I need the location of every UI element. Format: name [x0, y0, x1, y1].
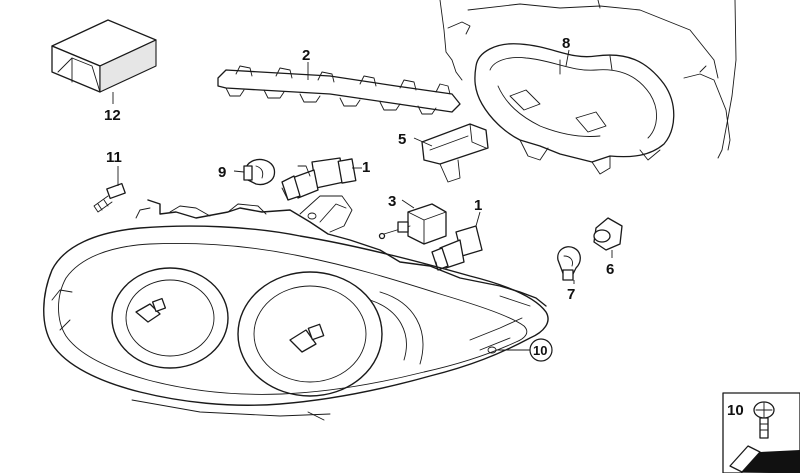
wire-harness-top — [439, 0, 737, 159]
callout-1-upper: 1 — [362, 159, 370, 176]
callout-10-circle — [529, 338, 553, 362]
callout-3: 3 — [388, 193, 396, 210]
part-12-box — [51, 19, 157, 93]
callout-11: 11 — [106, 149, 122, 166]
part-1-h7-bulb-lower — [431, 225, 483, 271]
part-3-adjuster — [378, 203, 447, 245]
callout-9: 9 — [218, 164, 226, 181]
part-7-small-bulb — [557, 246, 581, 281]
part-11-screw — [93, 182, 126, 213]
callout-2: 2 — [302, 47, 310, 64]
callout-6: 6 — [606, 261, 614, 278]
part-2-mounting-strip — [217, 65, 461, 115]
legend-box-label: 10 — [727, 402, 744, 419]
callout-8: 8 — [562, 35, 570, 52]
callout-12: 12 — [104, 107, 121, 124]
part-9-small-bulb — [243, 158, 276, 186]
legend-box-10: 10 — [722, 392, 800, 473]
part-6-socket — [593, 217, 623, 251]
callout-10: 10 — [533, 343, 547, 358]
part-8-rear-cover — [474, 43, 675, 175]
headlight-housing — [43, 195, 549, 421]
callout-5: 5 — [398, 131, 406, 148]
part-1-h7-bulb-upper — [281, 157, 357, 201]
callout-7: 7 — [567, 286, 575, 303]
callout-1-lower: 1 — [474, 197, 482, 214]
part-5-clip — [421, 123, 489, 183]
